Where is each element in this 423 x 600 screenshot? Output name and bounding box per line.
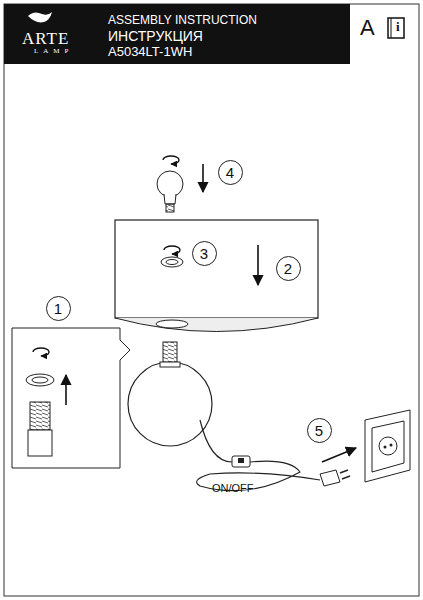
- callout-circle: 3: [192, 241, 217, 266]
- callout-number: 2: [284, 260, 292, 277]
- callout-number: 5: [315, 422, 323, 439]
- document-title: ASSEMBLY INSTRUCTION: [108, 14, 257, 27]
- callout-circle: 1: [46, 296, 71, 321]
- callout-circle: 4: [218, 160, 243, 185]
- brand-subtitle: LAMP: [34, 48, 73, 56]
- brand-logo: ARTE: [22, 30, 69, 49]
- callout-number: 1: [54, 300, 62, 317]
- callout-circle: 2: [276, 256, 301, 281]
- language-mark: A: [360, 16, 375, 40]
- switch-label: ON/OFF: [212, 482, 254, 494]
- callout-number: 3: [200, 245, 208, 262]
- document-title-ru: ИНСТРУКЦИЯ: [108, 29, 203, 44]
- callout-number: 4: [226, 164, 234, 181]
- callout-circle: 5: [307, 418, 332, 443]
- info-icon: i: [396, 20, 400, 34]
- model-number: A5034LT-1WH: [108, 45, 192, 59]
